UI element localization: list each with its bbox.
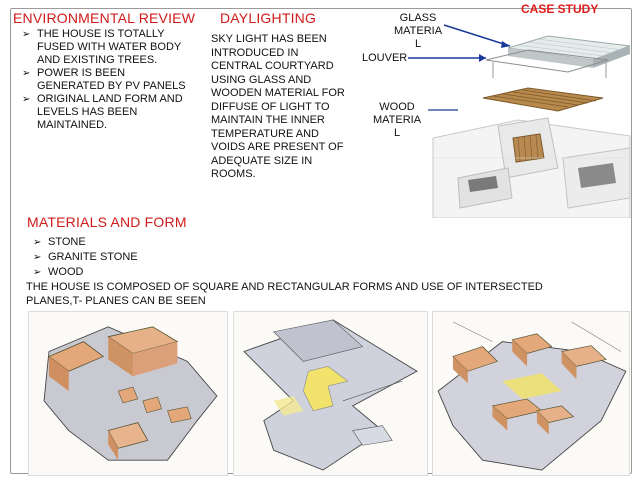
form-sketch-2 [233, 311, 428, 476]
environmental-item: ➢POWER IS BEEN GENERATED BY PV PANELS [22, 67, 186, 92]
glass-arrow-icon [443, 24, 511, 47]
case-study-title: CASE STUDY [521, 2, 599, 16]
louver-label: LOUVER [362, 52, 408, 64]
environmental-list: ➢THE HOUSE IS TOTALLY FUSED WITH WATER B… [22, 28, 192, 132]
skylight-exploded-diagram [408, 24, 631, 218]
daylighting-heading: DAYLIGHTING [220, 10, 317, 26]
materials-item: ➢WOOD [33, 266, 84, 278]
louver-frame [485, 49, 609, 73]
materials-list: ➢STONE ➢GRANITE STONE ➢WOOD [33, 235, 193, 280]
materials-note: THE HOUSE IS COMPOSED OF SQUARE AND RECT… [26, 281, 543, 307]
form-sketch-3 [432, 311, 630, 476]
materials-form-heading: MATERIALS AND FORM [27, 214, 187, 230]
wood-material-label: WOOD MATERIA L [372, 101, 422, 139]
environmental-review-heading: ENVIRONMENTAL REVIEW [13, 10, 196, 26]
form-sketch-1 [28, 311, 228, 476]
materials-item: ➢STONE [33, 236, 86, 248]
daylighting-text: SKY LIGHT HAS BEEN INTRODUCED IN CENTRAL… [211, 33, 345, 180]
environmental-item: ➢ORIGINAL LAND FORM AND LEVELS HAS BEEN … [22, 93, 183, 131]
environmental-item: ➢THE HOUSE IS TOTALLY FUSED WITH WATER B… [22, 28, 182, 66]
wood-layer [482, 87, 604, 112]
materials-item: ➢GRANITE STONE [33, 251, 138, 263]
glass-material-label: GLASS MATERIA L [394, 12, 443, 50]
